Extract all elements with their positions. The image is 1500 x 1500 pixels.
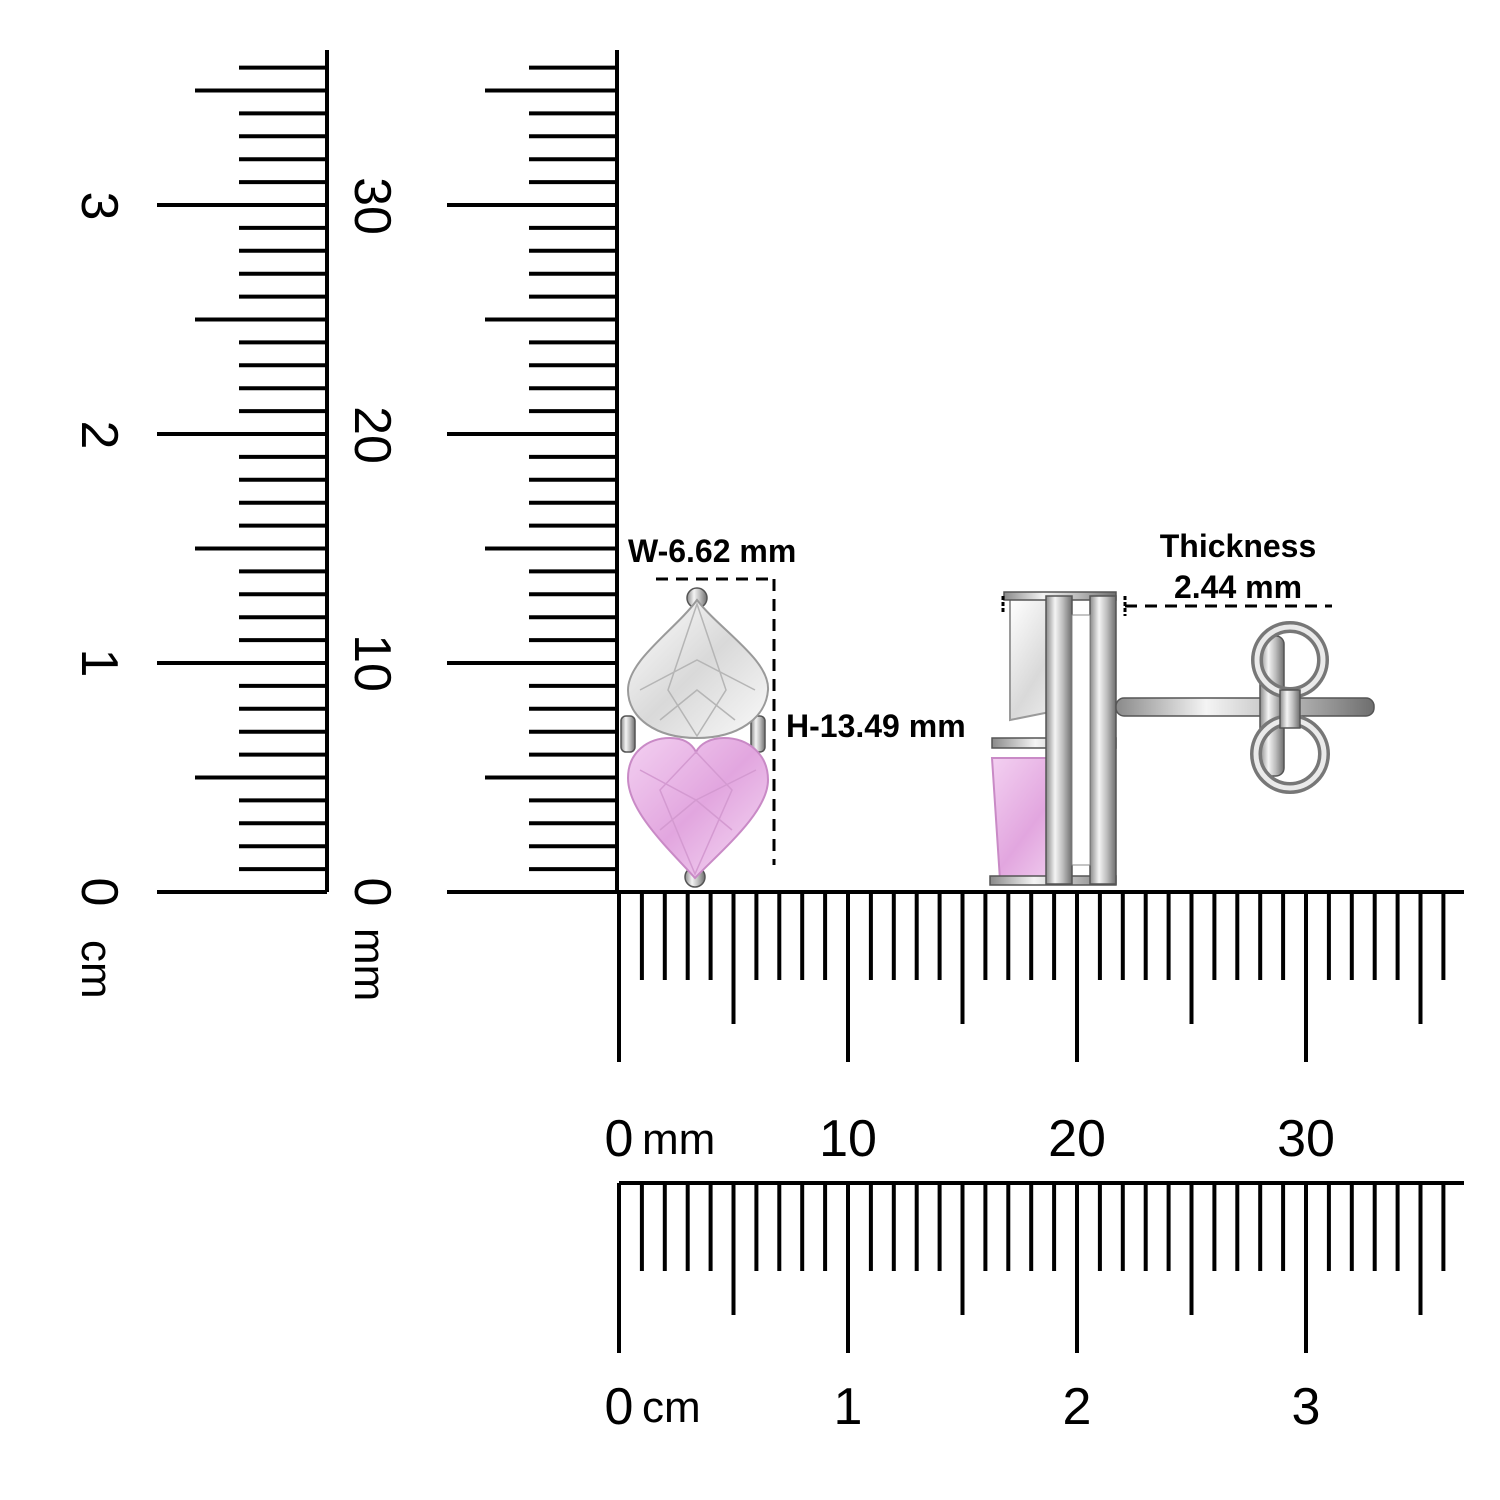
bottom-mm-label-30: 30	[1277, 1110, 1335, 1168]
left-cm-label-1: 1	[70, 649, 128, 678]
side-gap	[1071, 614, 1091, 866]
bottom-cm-ruler-ticks	[617, 1181, 1464, 1353]
left-mm-label-20: 20	[343, 406, 401, 464]
pink-heart-stone	[626, 736, 770, 880]
left-cm-unit-label: cm	[72, 940, 121, 999]
left-mm-label-30: 30	[343, 177, 401, 235]
bottom-mm-unit-label: mm	[642, 1115, 715, 1164]
left-cm-label-3: 3	[70, 192, 128, 221]
left-mm-unit-label: mm	[345, 928, 394, 1001]
pink-stone-facets	[639, 750, 757, 876]
bottom-cm-label-zero: 0	[605, 1378, 634, 1436]
width-label: W-6.62 mm	[628, 533, 796, 569]
earring-side-view	[989, 591, 1375, 886]
left-mm-label-10: 10	[343, 634, 401, 692]
thickness-dimension-line	[1001, 596, 1332, 616]
bottom-cm-label-3: 3	[1292, 1378, 1321, 1436]
earring-post	[1115, 697, 1375, 717]
left-mm-ruler-ticks	[447, 50, 1464, 894]
left-cm-label-2: 2	[70, 421, 128, 450]
bottom-mm-label-10: 10	[819, 1110, 877, 1168]
bottom-cm-unit-label: cm	[642, 1383, 701, 1432]
side-prong-a	[1045, 595, 1073, 885]
bottom-mm-label-zero: 0	[605, 1110, 634, 1168]
thickness-value: 2.44 mm	[1174, 569, 1302, 605]
earring-front-view	[620, 587, 770, 888]
butterfly-back	[1250, 621, 1330, 794]
thickness-title: Thickness	[1160, 528, 1317, 564]
clear-stone-facets	[639, 601, 756, 738]
left-mm-label-zero: 0	[343, 878, 401, 907]
bottom-cm-label-1: 1	[834, 1378, 863, 1436]
left-cm-label-zero: 0	[70, 878, 128, 907]
left-cm-ruler-ticks	[157, 50, 329, 894]
bottom-mm-ruler-ticks	[617, 892, 1446, 1062]
side-prong-b	[1089, 595, 1117, 885]
bottom-mm-label-20: 20	[1048, 1110, 1106, 1168]
height-label: H-13.49 mm	[786, 708, 966, 744]
bottom-cm-label-2: 2	[1063, 1378, 1092, 1436]
side-prong-left	[620, 715, 636, 753]
clear-pear-stone	[626, 598, 770, 740]
